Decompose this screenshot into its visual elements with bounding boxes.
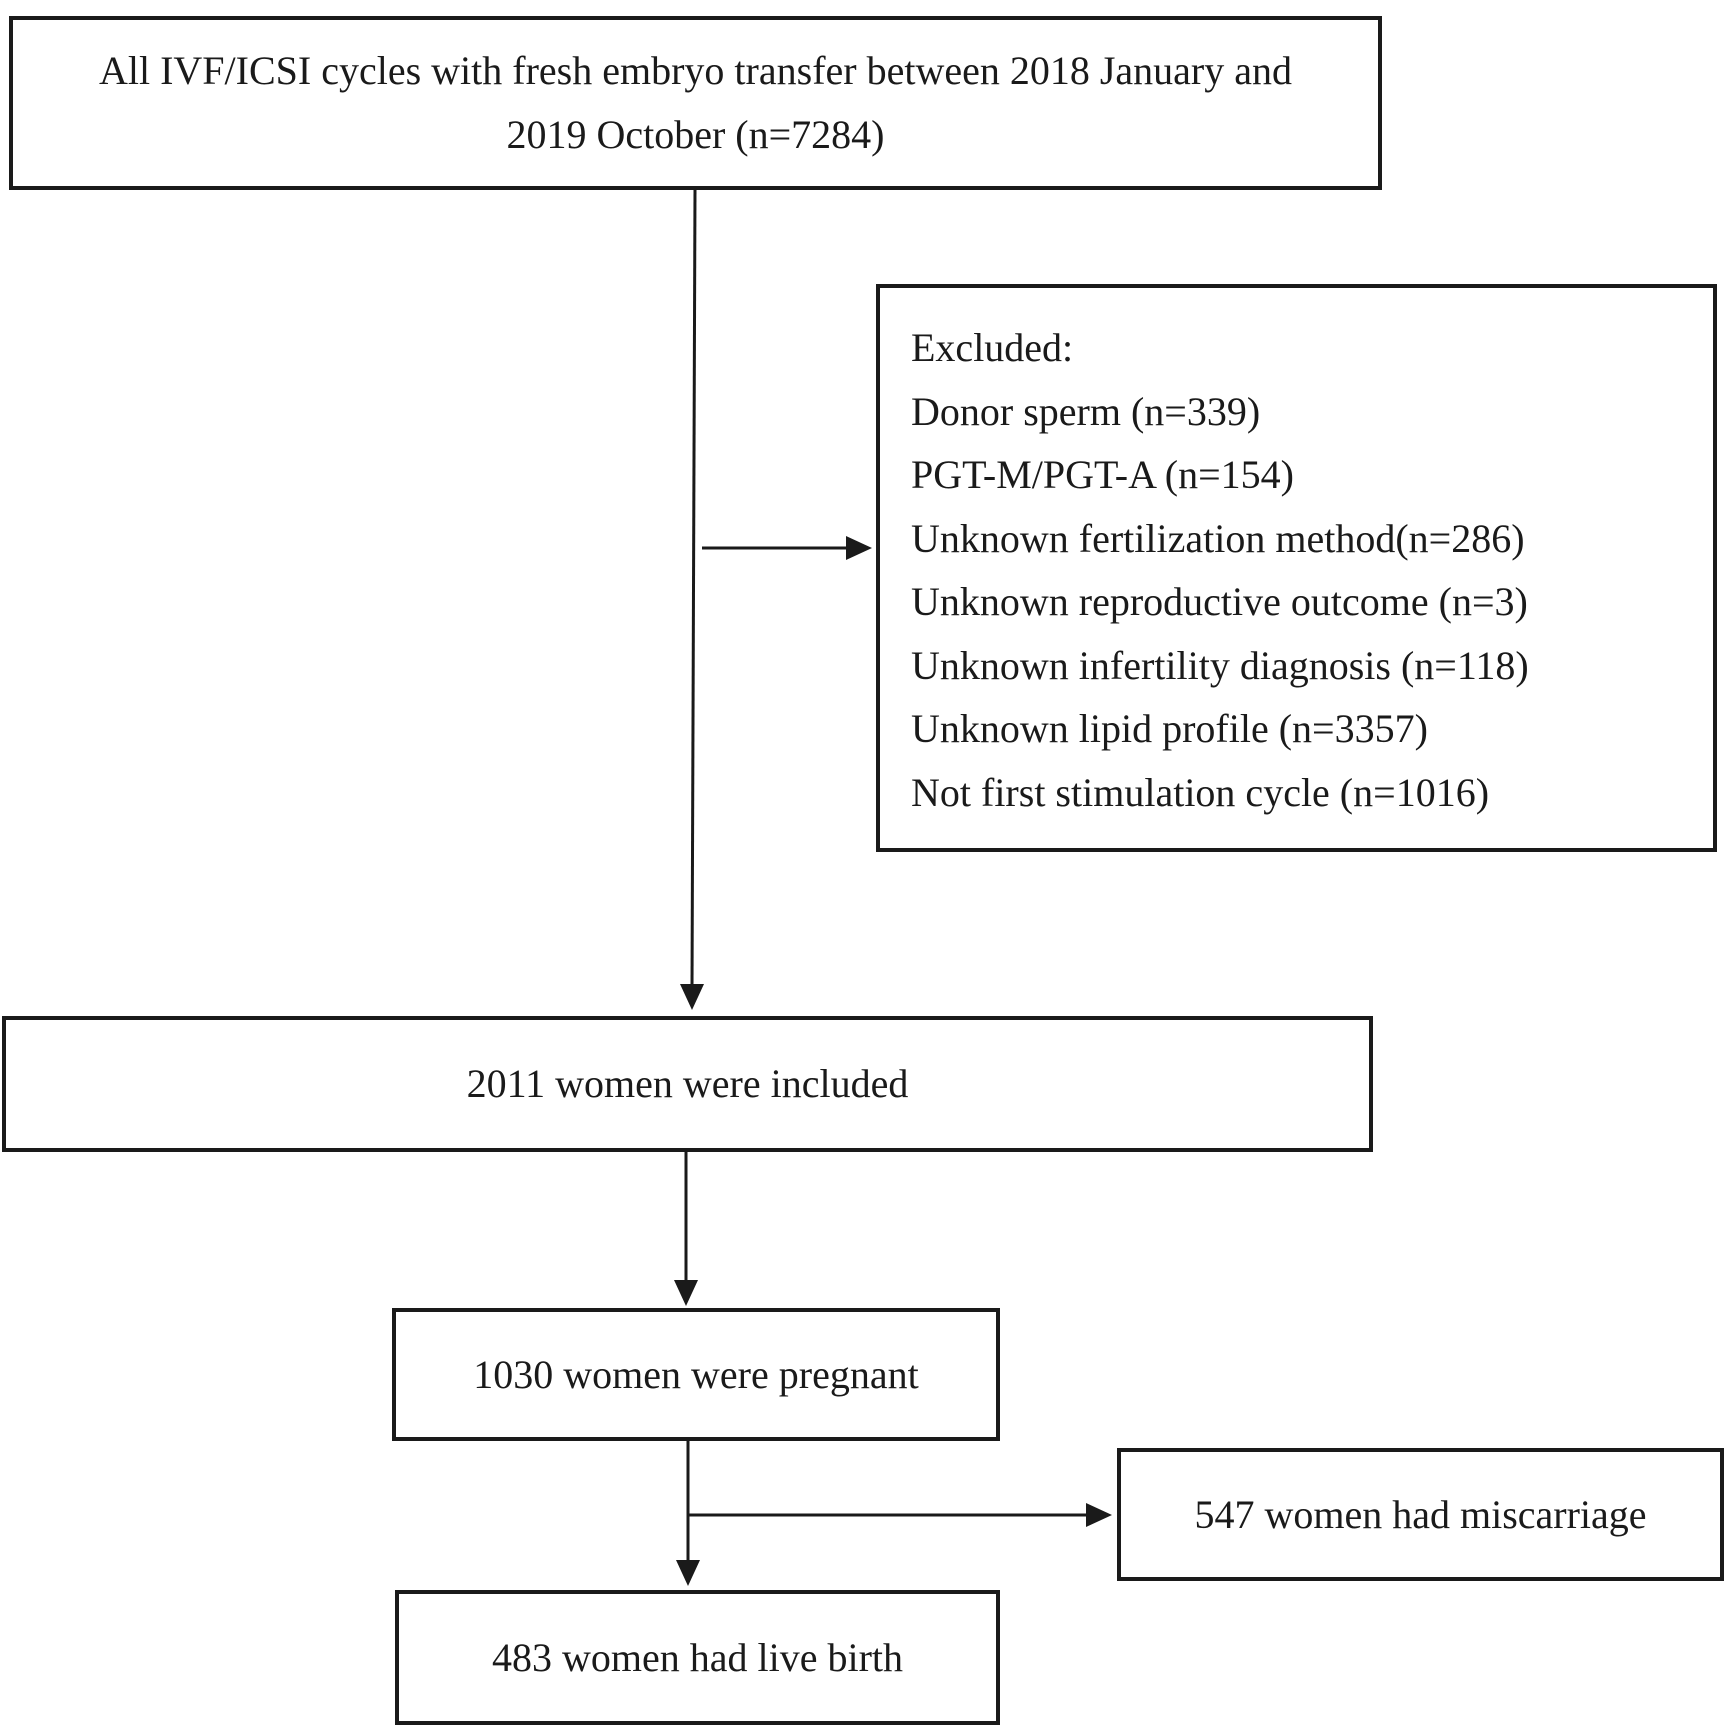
start-text-line-1: All IVF/ICSI cycles with fresh embryo tr…: [98, 48, 1292, 93]
excluded-item: Not first stimulation cycle (n=1016): [911, 769, 1490, 815]
pregnant-box: 1030 women were pregnant: [392, 1308, 1000, 1441]
arrowhead-pregnant: [674, 1280, 698, 1306]
miscarriage-box: 547 women had miscarriage: [1117, 1448, 1724, 1581]
excluded-item: Unknown reproductive outcome (n=3): [911, 579, 1528, 624]
start-text-line-2: 2019 October (n=7284): [506, 112, 885, 157]
arrowhead-miscarriage: [1086, 1503, 1112, 1527]
excluded-item: PGT-M/PGT-A (n=154): [911, 452, 1294, 497]
arrowhead-included: [680, 984, 704, 1010]
excluded-heading: Excluded:: [911, 325, 1074, 370]
live-birth-text: 483 women had live birth: [491, 1634, 904, 1680]
included-text: 2011 women were included: [466, 1061, 909, 1106]
excluded-item: Unknown fertilization method(n=286): [911, 515, 1525, 561]
excluded-item: Donor sperm (n=339): [911, 388, 1261, 434]
excluded-box: Excluded: Donor sperm (n=339) PGT-M/PGT-…: [876, 284, 1717, 852]
live-birth-box: 483 women had live birth: [395, 1590, 1000, 1725]
included-box: 2011 women were included: [2, 1016, 1373, 1152]
excluded-item: Unknown infertility diagnosis (n=118): [911, 642, 1529, 688]
pregnant-text: 1030 women were pregnant: [473, 1351, 919, 1397]
miscarriage-text: 547 women had miscarriage: [1194, 1491, 1647, 1537]
start-box: All IVF/ICSI cycles with fresh embryo tr…: [9, 16, 1382, 190]
arrow-start-to-included: [690, 189, 697, 989]
arrowhead-excluded: [846, 536, 872, 560]
excluded-item: Unknown lipid profile (n=3357): [911, 706, 1428, 751]
arrowhead-livebirth: [676, 1560, 700, 1586]
